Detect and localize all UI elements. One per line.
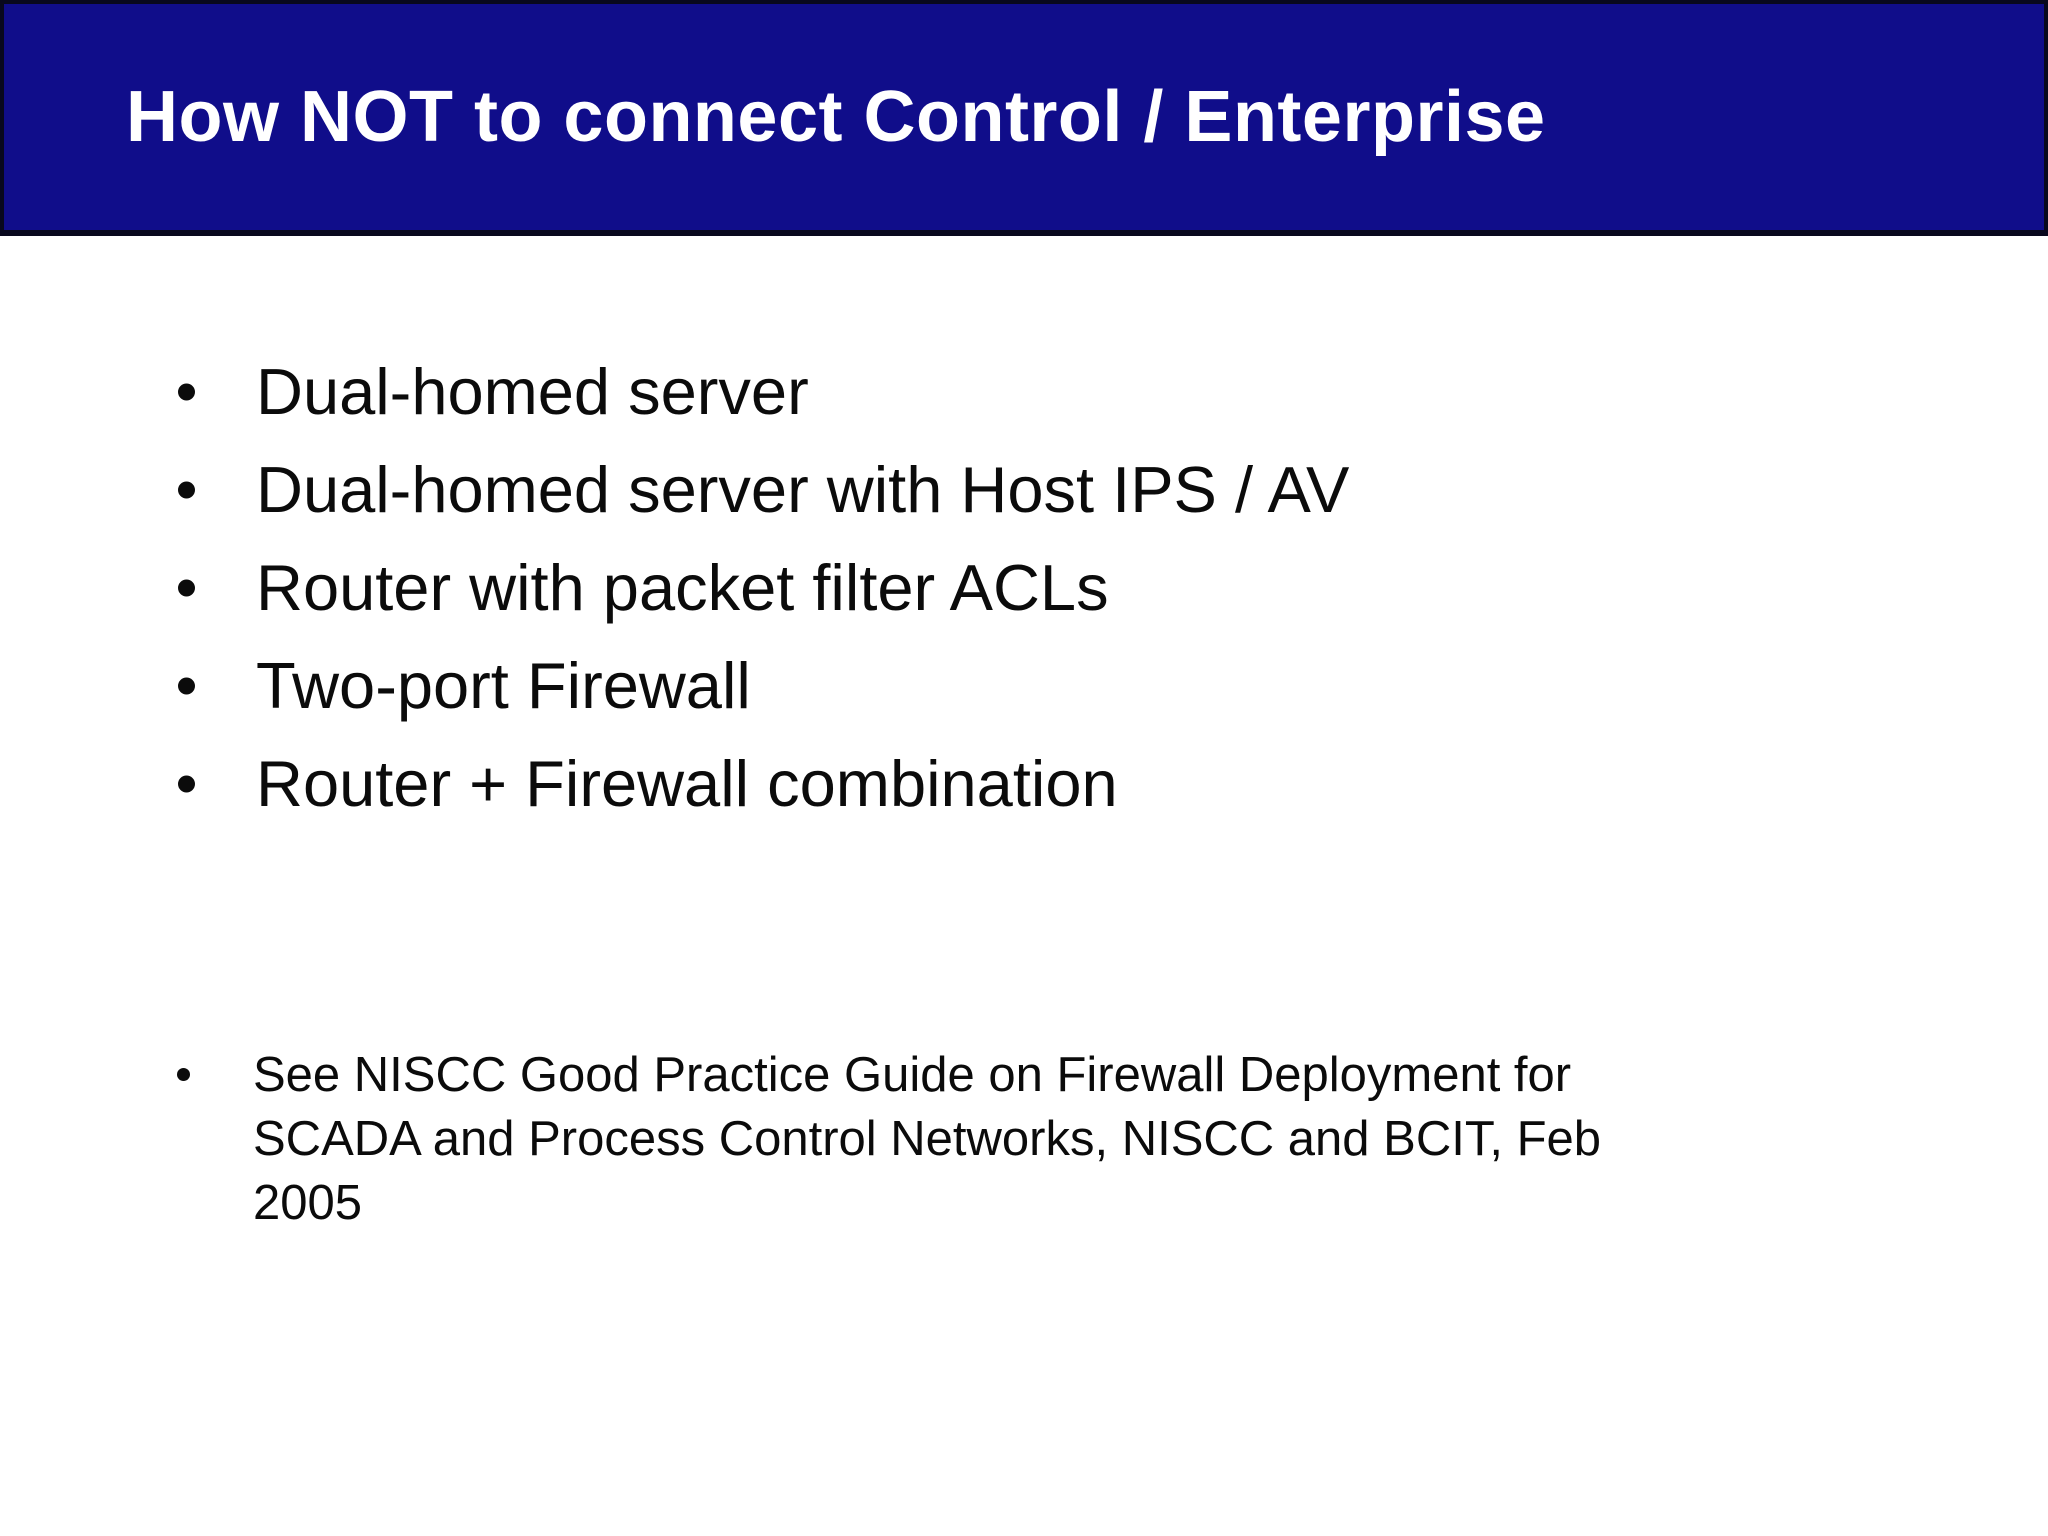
bullet-item: Dual-homed server with Host IPS / AV: [178, 441, 1349, 539]
bullet-text: Router with packet filter ACLs: [256, 551, 1109, 624]
bullet-dot-icon: [178, 579, 195, 597]
reference-note-text: See NISCC Good Practice Guide on Firewal…: [177, 1043, 1601, 1235]
note-line: See NISCC Good Practice Guide on Firewal…: [253, 1048, 1572, 1102]
bullet-text: Dual-homed server with Host IPS / AV: [256, 453, 1350, 526]
bullet-text: Two-port Firewall: [256, 649, 751, 722]
bullet-list: Dual-homed server Dual-homed server with…: [178, 343, 1349, 833]
bullet-dot-icon: [178, 481, 195, 499]
bullet-dot-icon: [177, 1068, 190, 1081]
note-line: 2005: [253, 1176, 363, 1230]
bullet-dot-icon: [178, 775, 195, 793]
slide-title: How NOT to connect Control / Enterprise: [126, 77, 1546, 157]
bullet-text: Router + Firewall combination: [256, 747, 1118, 820]
bullet-item: Router with packet filter ACLs: [178, 539, 1349, 637]
bullet-item: Dual-homed server: [178, 343, 1349, 441]
bullet-item: Router + Firewall combination: [178, 735, 1349, 833]
bullet-dot-icon: [178, 677, 195, 695]
note-line: SCADA and Process Control Networks, NISC…: [253, 1112, 1602, 1166]
bullet-text: Dual-homed server: [256, 355, 809, 428]
bullet-item: Two-port Firewall: [178, 637, 1349, 735]
bullet-dot-icon: [178, 383, 195, 401]
slide-header: How NOT to connect Control / Enterprise: [0, 0, 2048, 236]
reference-note: See NISCC Good Practice Guide on Firewal…: [177, 1043, 1601, 1235]
